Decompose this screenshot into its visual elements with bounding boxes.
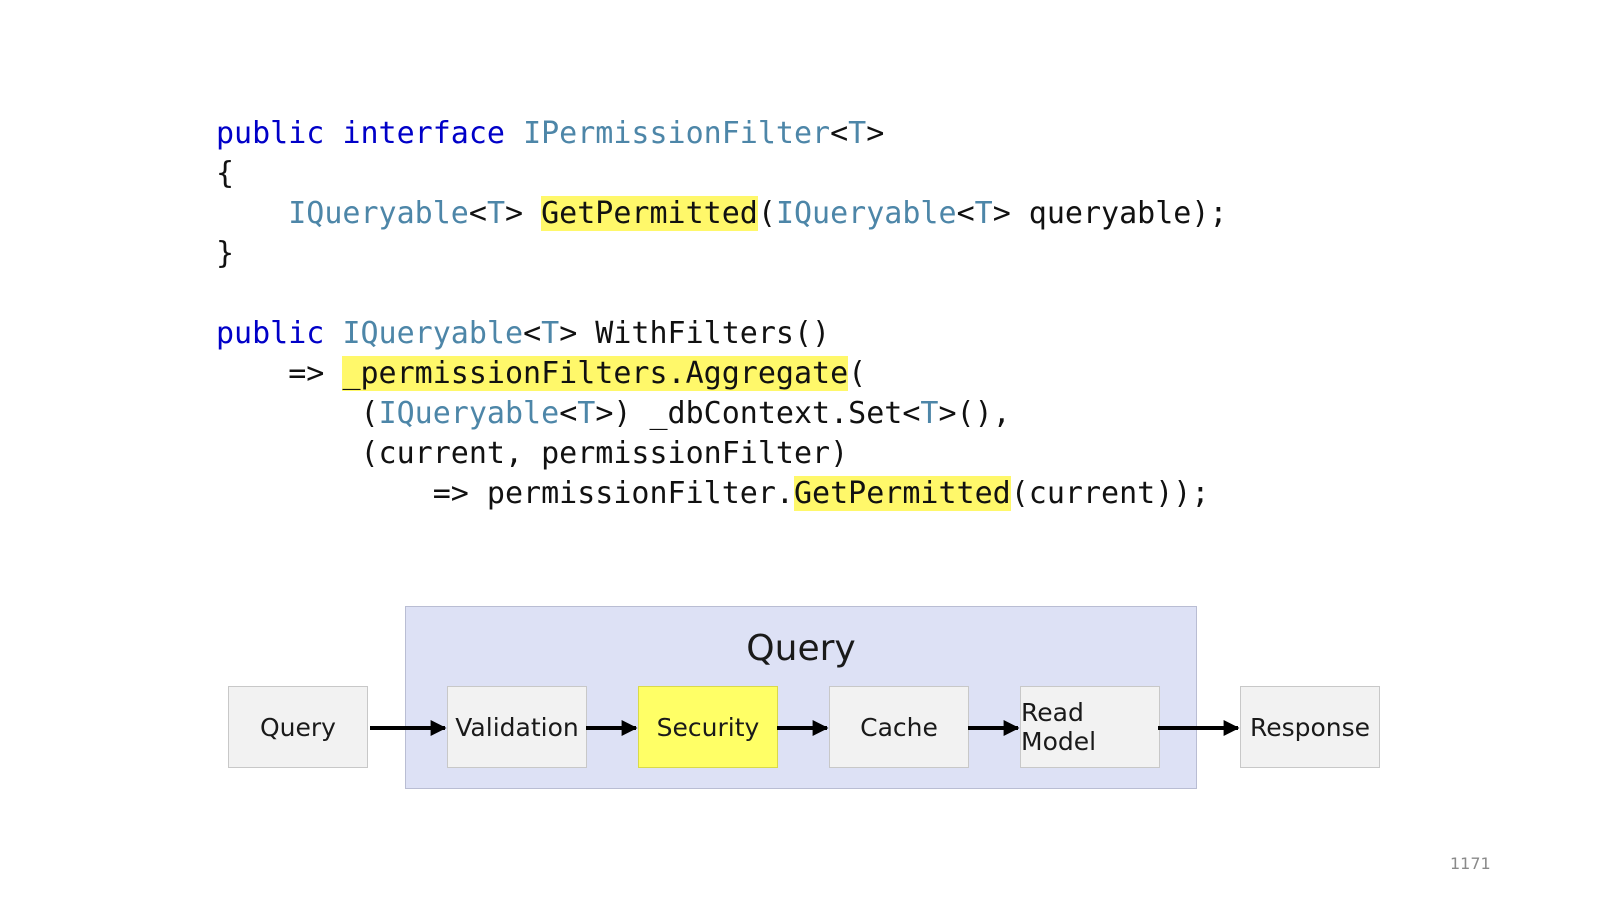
code-token: > queryable); bbox=[992, 196, 1228, 231]
code-line: } bbox=[216, 234, 1228, 274]
code-line: => permissionFilter.GetPermitted(current… bbox=[216, 474, 1228, 514]
code-token: IQueryable bbox=[775, 196, 957, 231]
code-line: public IQueryable<T> WithFilters() bbox=[216, 314, 1228, 354]
code-token: IPermissionFilter bbox=[523, 116, 831, 151]
code-token: T bbox=[920, 396, 939, 431]
node-cache: Cache bbox=[829, 686, 969, 768]
code-line: (current, permissionFilter) bbox=[216, 434, 1228, 474]
code-line: { bbox=[216, 154, 1228, 194]
code-token: ( bbox=[848, 356, 867, 391]
code-token: public bbox=[216, 116, 325, 151]
node-query: Query bbox=[228, 686, 368, 768]
highlighted-token: GetPermitted bbox=[541, 196, 758, 231]
code-line: (IQueryable<T>) _dbContext.Set<T>(), bbox=[216, 394, 1228, 434]
code-token: T bbox=[541, 316, 560, 351]
code-token: => bbox=[216, 356, 343, 391]
code-token: < bbox=[468, 196, 487, 231]
code-token: >(), bbox=[938, 396, 1011, 431]
code-token bbox=[324, 116, 342, 151]
code-token: IQueryable bbox=[342, 316, 524, 351]
page-number: 1171 bbox=[1450, 854, 1491, 873]
code-token: T bbox=[848, 116, 867, 151]
code-token: => permissionFilter. bbox=[216, 476, 794, 511]
code-token: >) _dbContext.Set< bbox=[595, 396, 921, 431]
code-token: (current)); bbox=[1010, 476, 1210, 511]
code-token: < bbox=[830, 116, 849, 151]
code-token bbox=[505, 116, 523, 151]
highlighted-token: _permissionFilters.Aggregate bbox=[342, 356, 849, 391]
highlighted-token: GetPermitted bbox=[793, 476, 1011, 511]
code-token bbox=[324, 316, 342, 351]
code-token: public bbox=[216, 316, 325, 351]
code-token: < bbox=[523, 316, 542, 351]
code-token: > bbox=[866, 116, 885, 151]
code-token: < bbox=[559, 396, 578, 431]
code-token: IQueryable bbox=[378, 396, 560, 431]
code-line: public interface IPermissionFilter<T> bbox=[216, 114, 1228, 154]
node-response: Response bbox=[1240, 686, 1380, 768]
code-line: => _permissionFilters.Aggregate( bbox=[216, 354, 1228, 394]
group-title: Query bbox=[746, 628, 856, 669]
code-line: IQueryable<T> GetPermitted(IQueryable<T>… bbox=[216, 194, 1228, 234]
code-token: { bbox=[216, 156, 235, 191]
code-token: T bbox=[486, 196, 505, 231]
code-token: > WithFilters() bbox=[559, 316, 831, 351]
code-token bbox=[216, 196, 288, 231]
code-token: interface bbox=[342, 116, 505, 151]
code-line bbox=[216, 274, 1228, 314]
code-token: IQueryable bbox=[288, 196, 469, 231]
node-read-model: Read Model bbox=[1020, 686, 1160, 768]
node-validation: Validation bbox=[447, 686, 587, 768]
code-token: T bbox=[974, 196, 993, 231]
code-token: } bbox=[216, 236, 235, 271]
code-token: T bbox=[577, 396, 596, 431]
code-token: < bbox=[956, 196, 975, 231]
code-token: ( bbox=[216, 396, 379, 431]
code-token: > bbox=[505, 196, 542, 231]
code-token: ( bbox=[757, 196, 776, 231]
code-block: public interface IPermissionFilter<T>{ I… bbox=[216, 114, 1228, 514]
code-token: (current, permissionFilter) bbox=[216, 436, 849, 471]
node-security: Security bbox=[638, 686, 778, 768]
